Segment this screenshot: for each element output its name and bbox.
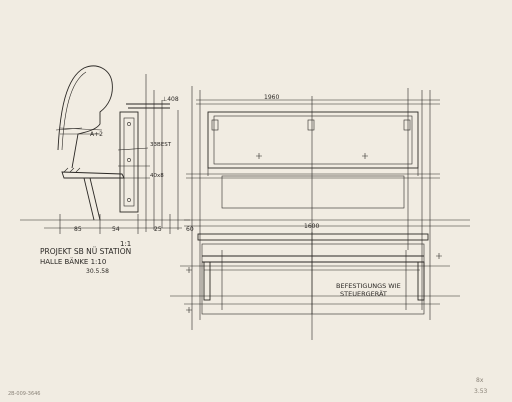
title-line-3: 30.5.58 [86,268,109,275]
note-line-2: STEUERGERÄT [340,289,387,298]
corner-ref-bottom: 3.53 [474,388,488,395]
dim-bottom-b: 54 [112,226,120,233]
corner-ref-top: 8x [476,377,484,384]
dim-top-left: ⊥408 [162,96,179,103]
note-line-1: BEFESTIGUNGS WIE [336,282,401,290]
catalog-number: 2B-009-3646 [8,391,41,397]
detail-scale: 1:1 [120,240,131,248]
title-line-1: PROJEKT SB NÜ STATION [40,247,131,256]
dim-bottom-d: 60 [186,226,194,233]
dim-mid: 33BEST [150,142,172,148]
bench-top-view [184,86,470,340]
dim-bottom-a: 85 [74,226,82,233]
bench-side-profile [20,65,190,234]
annotation-texts: PROJEKT SB NÜ STATION HALLE BÄNKE 1:10 3… [8,94,488,397]
detail-a-label: A+2 [90,131,103,138]
bench-front-elevation [170,232,460,315]
title-line-2: HALLE BÄNKE 1:10 [40,257,106,266]
dim-center: 1600 [304,223,319,230]
dim-bottom-c: 25 [154,226,162,233]
dim-top: 1960 [264,94,279,101]
dim-lower: 40x8 [150,173,164,179]
